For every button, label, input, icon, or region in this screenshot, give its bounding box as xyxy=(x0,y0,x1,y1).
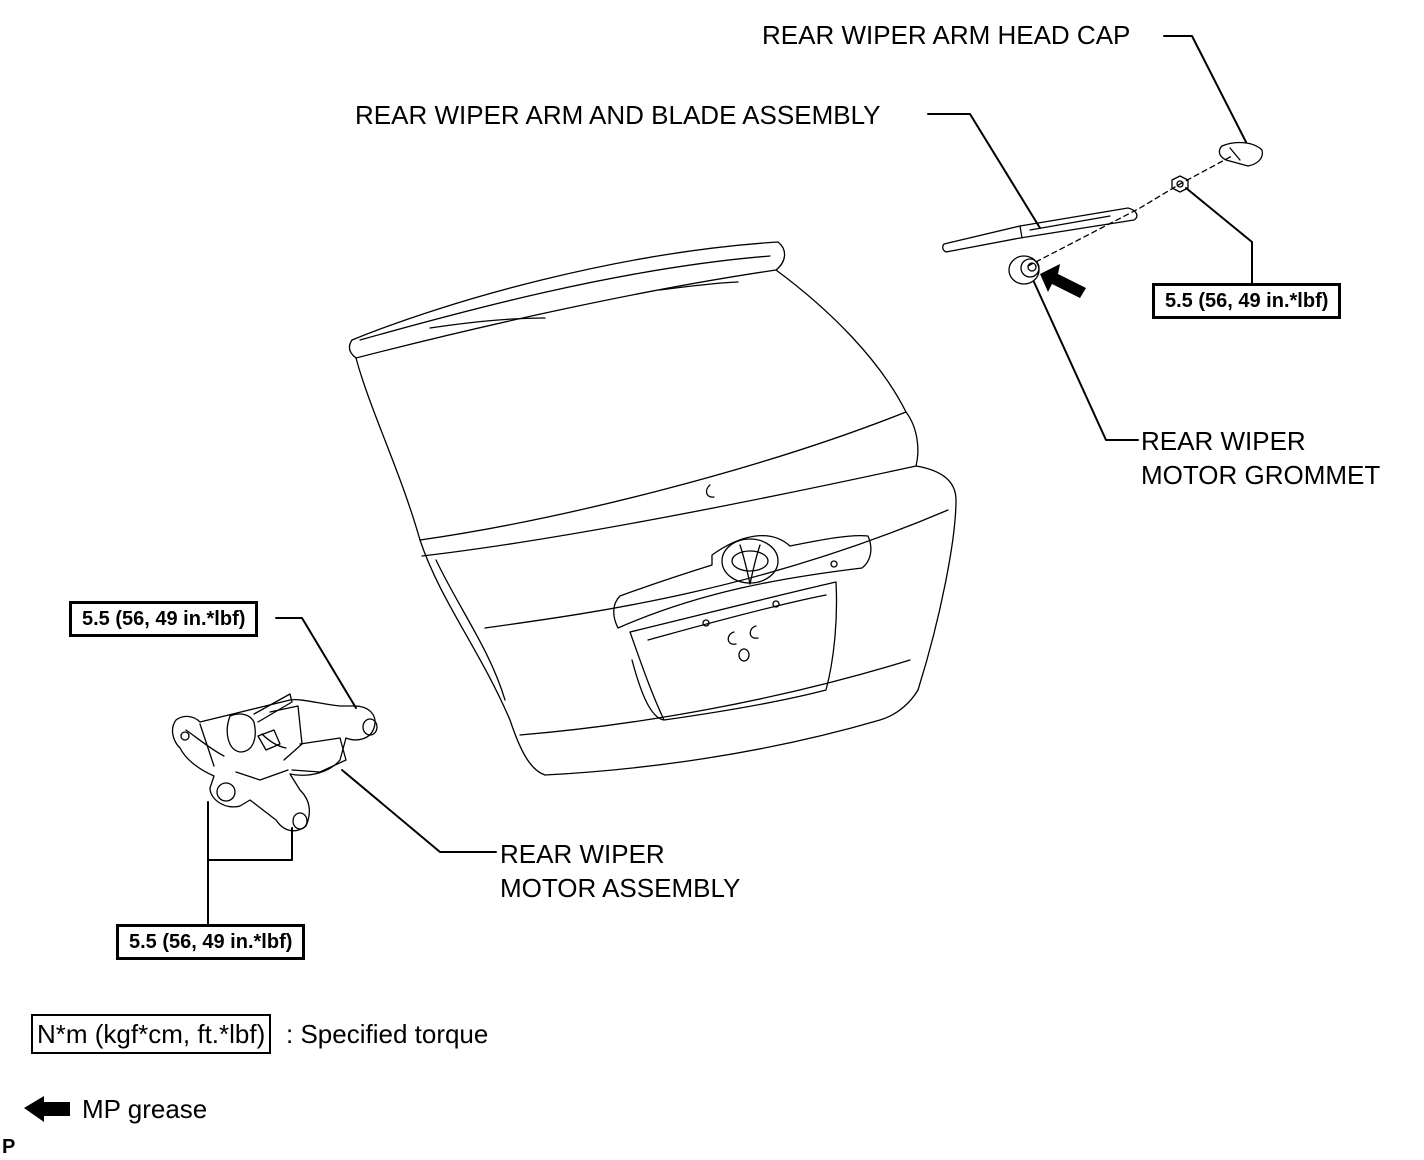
label-motor-line2: MOTOR ASSEMBLY xyxy=(500,873,741,903)
label-arm-blade: REAR WIPER ARM AND BLADE ASSEMBLY xyxy=(355,100,881,130)
wiper-arm-blade xyxy=(942,207,1138,253)
legend-torque-unit: N*m (kgf*cm, ft.*lbf) xyxy=(31,1014,272,1054)
arm-nut xyxy=(1171,175,1189,193)
back-door xyxy=(348,241,957,776)
grease-arrow-icon xyxy=(1040,264,1086,298)
wiper-motor xyxy=(171,693,378,832)
label-grommet: REAR WIPER MOTOR GROMMET xyxy=(1141,424,1380,492)
label-grommet-line2: MOTOR GROMMET xyxy=(1141,460,1381,490)
torque-motor-lower: 5.5 (56, 49 in.*lbf) xyxy=(116,924,306,960)
leader-lines xyxy=(207,35,1253,925)
motor-grommet xyxy=(1008,255,1040,285)
legend-torque-text: : Specified torque xyxy=(286,1019,489,1049)
label-head-cap: REAR WIPER ARM HEAD CAP xyxy=(762,20,1131,50)
label-grommet-line1: REAR WIPER xyxy=(1141,426,1306,456)
label-motor: REAR WIPER MOTOR ASSEMBLY xyxy=(500,837,740,905)
torque-arm-nut: 5.5 (56, 49 in.*lbf) xyxy=(1152,283,1342,319)
legend-grease-text: MP grease xyxy=(82,1094,208,1124)
torque-motor-upper: 5.5 (56, 49 in.*lbf) xyxy=(69,601,259,637)
wiper-head-cap xyxy=(1218,141,1264,167)
left-arrow-icon xyxy=(24,1096,70,1122)
label-motor-line1: REAR WIPER xyxy=(500,839,665,869)
corner-mark: P xyxy=(2,1136,16,1158)
